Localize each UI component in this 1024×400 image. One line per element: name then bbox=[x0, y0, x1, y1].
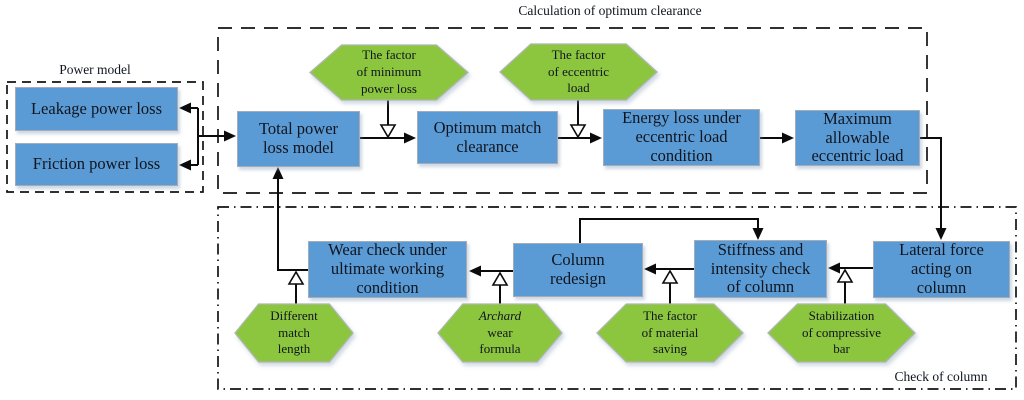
node-label-line: of column bbox=[726, 277, 795, 297]
arrowhead-to-friction bbox=[179, 159, 191, 171]
hex-label-line: of minimum bbox=[356, 64, 422, 80]
node-label-line: condition bbox=[650, 145, 713, 165]
arrowhead-wear-to-total bbox=[272, 167, 284, 179]
hex-label-line: bar bbox=[833, 341, 850, 357]
check-of-column-group-label: Check of column bbox=[894, 369, 988, 384]
node-total-power-loss-model: Total power loss model bbox=[237, 111, 360, 167]
hexagon-label-different-match: Different match length bbox=[235, 304, 353, 362]
open-arrowhead-stabilization bbox=[836, 268, 854, 283]
node-label-line: column bbox=[916, 277, 967, 297]
node-label-line: allowable bbox=[825, 127, 890, 147]
node-maximum-allowable-eccentric-load: Maximum allowable eccentric load bbox=[795, 108, 920, 166]
hex-label-line: Different bbox=[270, 307, 318, 323]
arrowhead-energy-to-max bbox=[782, 132, 794, 144]
node-friction-power-loss: Friction power loss bbox=[15, 143, 178, 186]
hex-label-line: of material bbox=[641, 324, 699, 340]
node-label-line: condition bbox=[356, 277, 419, 297]
node-label-line: Total power bbox=[258, 119, 339, 139]
arrowhead-stiffness-to-redesign bbox=[644, 263, 656, 275]
node-label-line: Wear check under bbox=[328, 240, 447, 260]
open-arrowhead-eccentric bbox=[569, 124, 587, 139]
hex-label-line: The factor bbox=[362, 47, 416, 63]
node-lateral-force: Lateral force acting on column bbox=[873, 241, 1010, 298]
open-arrowhead-material bbox=[661, 269, 679, 284]
hex-label-line: load bbox=[567, 80, 590, 96]
arrowhead-redesign-loop bbox=[752, 228, 764, 240]
arrowhead-to-total-power bbox=[224, 130, 236, 142]
hexagon-label-eccentric-load: The factor of eccentric load bbox=[500, 44, 657, 100]
calculation-group-label: Calculation of optimum clearance bbox=[518, 3, 702, 18]
open-arrowhead-min-power bbox=[379, 124, 397, 139]
node-label-line: Leakage power loss bbox=[30, 98, 163, 118]
hex-label-line: The factor bbox=[643, 307, 697, 323]
hex-label-line: saving bbox=[653, 341, 687, 357]
node-wear-check: Wear check under ultimate working condit… bbox=[308, 241, 467, 298]
arrow-wear-to-total bbox=[277, 178, 308, 271]
hex-label-line: The factor bbox=[551, 46, 606, 62]
hex-label-line: of eccentric bbox=[548, 63, 609, 79]
arrowhead-optimum-to-energy bbox=[590, 132, 602, 144]
node-label-line: intensity check bbox=[710, 258, 811, 278]
hex-label-line: of compressive bbox=[801, 324, 882, 340]
arrowhead-lateral-to-stiffness bbox=[828, 262, 840, 274]
hex-label-line: formula bbox=[479, 341, 521, 357]
node-label-line: Column bbox=[551, 250, 605, 270]
open-arrowhead-archard bbox=[491, 271, 509, 286]
hexagon-label-material-saving: The factor of material saving bbox=[597, 304, 743, 362]
arrow-max-to-lateral bbox=[920, 137, 942, 229]
node-energy-loss-eccentric: Energy loss under eccentric load conditi… bbox=[603, 109, 760, 166]
node-label-line: Energy loss under bbox=[622, 108, 741, 128]
hex-label-line: Archard bbox=[478, 307, 522, 323]
arrowhead-redesign-to-wear bbox=[469, 265, 481, 277]
node-label-line: Maximum bbox=[823, 108, 892, 128]
node-label-line: redesign bbox=[550, 269, 606, 288]
hex-label-line: wear bbox=[487, 324, 513, 340]
node-label-line: clearance bbox=[456, 136, 519, 156]
node-leakage-power-loss: Leakage power loss bbox=[15, 87, 178, 131]
node-label-line: loss model bbox=[262, 138, 335, 157]
arrowhead-max-to-lateral bbox=[935, 228, 947, 240]
node-label-line: eccentric load bbox=[811, 146, 904, 166]
node-label-line: Lateral force bbox=[899, 240, 984, 260]
node-label-line: ultimate working bbox=[330, 259, 445, 279]
hexagon-label-min-power: The factor of minimum power loss bbox=[310, 45, 468, 100]
node-label-line: Friction power loss bbox=[32, 154, 161, 174]
node-stiffness-intensity-check: Stiffness and intensity check of column bbox=[694, 240, 827, 298]
hexagon-label-archard: Archard wear formula bbox=[438, 304, 562, 362]
hex-label-line: length bbox=[277, 341, 311, 357]
node-label-line: acting on bbox=[911, 259, 972, 279]
arrowhead-total-to-optimum bbox=[404, 132, 416, 144]
power-model-group-label: Power model bbox=[59, 62, 131, 77]
node-label-line: eccentric load bbox=[635, 127, 728, 147]
hex-label-line: match bbox=[278, 324, 310, 340]
open-arrowhead-different bbox=[287, 270, 305, 285]
node-optimum-match-clearance: Optimum match clearance bbox=[417, 111, 558, 164]
node-column-redesign: Column redesign bbox=[513, 243, 643, 297]
hex-label-line: power loss bbox=[361, 80, 417, 96]
node-label-line: Optimum match bbox=[433, 117, 542, 137]
hexagon-label-stabilization: Stabilization of compressive bar bbox=[768, 304, 915, 362]
hex-label-line: Stabilization bbox=[808, 307, 875, 323]
arrowhead-to-leakage bbox=[179, 102, 191, 114]
node-label-line: Stiffness and bbox=[717, 239, 804, 259]
